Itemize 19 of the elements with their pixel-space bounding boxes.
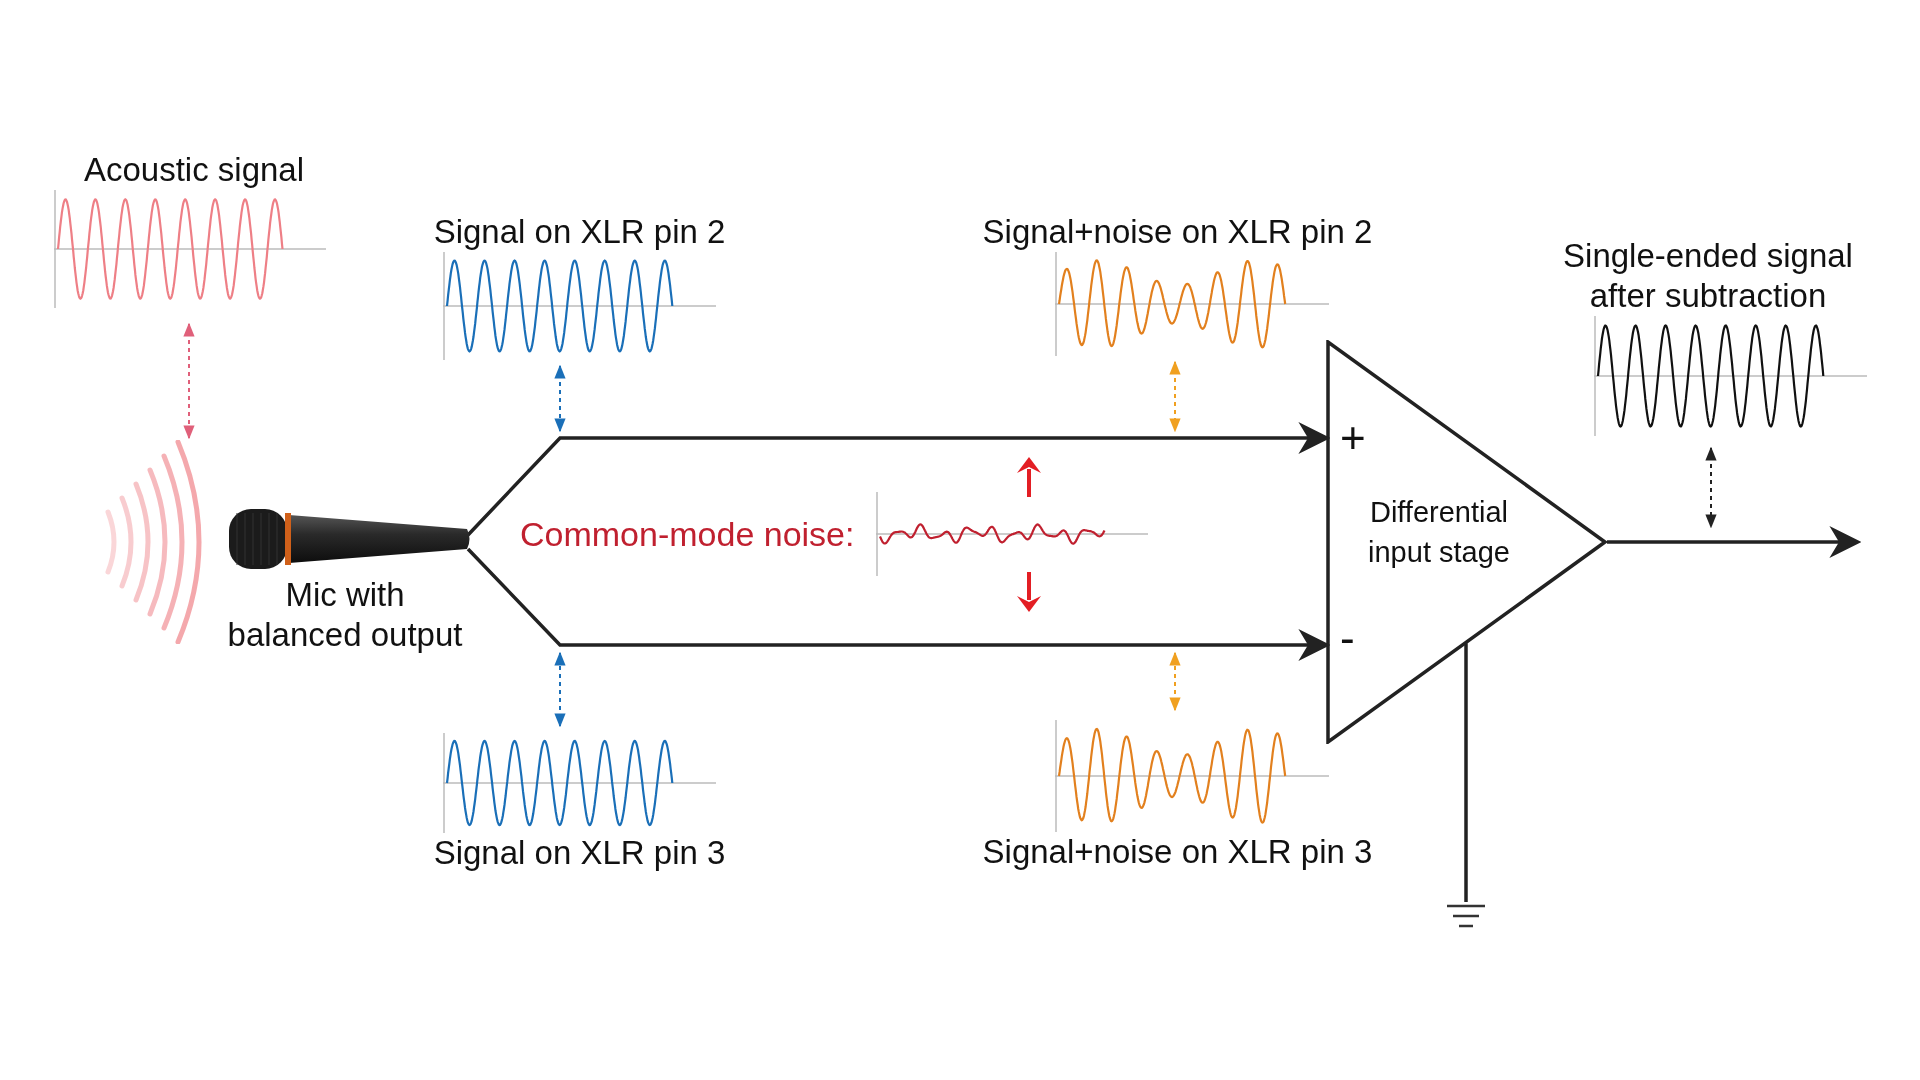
dashed-arrow (554, 364, 566, 433)
amplifier-label: Differential input stage (1367, 495, 1511, 570)
signal-label: Signal+noise on XLR pin 3 (982, 832, 1373, 872)
microphone-label: Mic with balanced output (226, 575, 464, 655)
signal-label: Signal+noise on XLR pin 2 (982, 212, 1373, 252)
noise-label: Common-mode noise: (520, 514, 855, 554)
dashed-arrow (1169, 360, 1181, 433)
dashed-arrow (183, 322, 195, 440)
dashed-arrow (554, 651, 566, 728)
dashed-arrow (1705, 446, 1717, 529)
input-label: - (1340, 616, 1355, 660)
ground-wire (1464, 643, 1468, 902)
signal-label: Acoustic signal (83, 150, 305, 190)
output-arrow (1607, 526, 1862, 558)
signal-label: Signal on XLR pin 3 (433, 833, 726, 873)
signal-label: Signal on XLR pin 2 (433, 212, 726, 252)
signal-label: Single-ended signal after subtraction (1562, 236, 1854, 316)
input-label: + (1340, 416, 1366, 460)
dashed-arrow (1169, 651, 1181, 712)
